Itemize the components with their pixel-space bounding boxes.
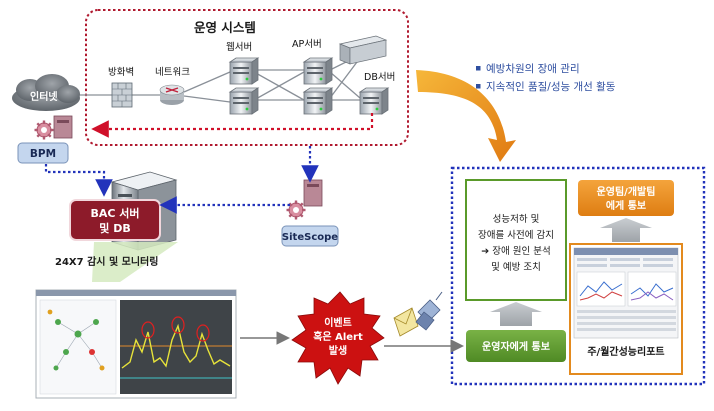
- sitescope-badge: [281, 225, 339, 247]
- ops-return-arrow: [91, 113, 374, 138]
- ops-system-border: [85, 9, 409, 146]
- internet-cloud-icon: [12, 74, 80, 111]
- bpm-gear-icon: [33, 119, 55, 141]
- improvement-arrow: [416, 70, 516, 162]
- db-server-icon: [338, 35, 388, 65]
- bac-funnel: [92, 242, 178, 282]
- monitoring-screenshot: [35, 289, 237, 399]
- bpm-badge: [17, 142, 69, 164]
- ops-system-title: 운영 시스템: [194, 20, 256, 35]
- bac-badge: [69, 199, 161, 241]
- internet-label: 인터넷: [30, 90, 58, 103]
- bpm-label: BPM: [30, 148, 56, 160]
- bac-label-line1: BAC 서버: [90, 206, 139, 220]
- alert-burst: [291, 291, 385, 385]
- notify-team-box: [578, 180, 674, 216]
- router-icon: [159, 84, 185, 105]
- alert-line-3: 발생: [329, 344, 347, 357]
- ap-server-icon-2: [303, 87, 333, 115]
- report-thumbnail: [573, 247, 679, 339]
- benefit-item-2: 지속적인 품질/성능 개선 활동: [486, 80, 616, 93]
- report-label: 주/월간성능리포트: [587, 345, 664, 358]
- detect-line-2: 장애를 사전에 감지: [478, 229, 554, 241]
- web-server-icon-1: [229, 57, 259, 85]
- network-links: [78, 54, 361, 103]
- db-server-label: DB서버: [364, 72, 395, 83]
- detect-line-1: 성능저하 및: [493, 213, 540, 225]
- firewall-label: 방화벽: [108, 67, 134, 78]
- up-arrow-right: [600, 218, 652, 242]
- sitescope-gear-icon: [285, 199, 307, 221]
- bullet-icon: [476, 66, 481, 71]
- mail-icon: [393, 307, 419, 337]
- web-server-label: 웹서버: [226, 42, 252, 53]
- db-server-icon-2: [359, 87, 389, 115]
- sitescope-label: SiteScope: [282, 232, 338, 243]
- up-arrow-left: [490, 302, 542, 326]
- detect-box: [465, 179, 567, 301]
- notify-operator-label: 운영자에게 통보: [482, 340, 550, 353]
- phone-icon: [415, 291, 443, 331]
- web-server-icon-2: [229, 87, 259, 115]
- notify-team-line-2: 에게 통보: [606, 199, 646, 212]
- detect-line-3: ➔ 장애 원인 분석: [481, 246, 550, 257]
- benefit-item-1: 예방차원의 장애 관리: [486, 62, 580, 75]
- alert-line-2: 혹은 Alert: [313, 330, 363, 343]
- alert-line-1: 이벤트: [324, 316, 352, 329]
- ap-server-label: AP서버: [292, 39, 322, 50]
- sitescope-device-icon: [303, 179, 323, 207]
- bpm-to-bac-arrow: [44, 164, 113, 197]
- bpm-device-icon: [53, 115, 73, 139]
- network-label: 네트워크: [155, 67, 190, 78]
- process-panel-border: [450, 166, 706, 386]
- bullet-icon: [476, 84, 481, 89]
- benefit-list: 예방차원의 장애 관리 지속적인 품질/성능 개선 활동: [476, 62, 616, 93]
- firewall-icon: [111, 82, 133, 108]
- notify-team-line-1: 운영팀/개발팀: [597, 185, 656, 198]
- ap-server-icon-1: [303, 57, 333, 85]
- detect-line-4: 및 예방 조치: [491, 261, 541, 273]
- bac-label-line2: 및 DB: [99, 221, 130, 235]
- notify-operator-box: [466, 330, 566, 362]
- monitoring-caption: 24X7 감시 및 모니터링: [55, 255, 158, 268]
